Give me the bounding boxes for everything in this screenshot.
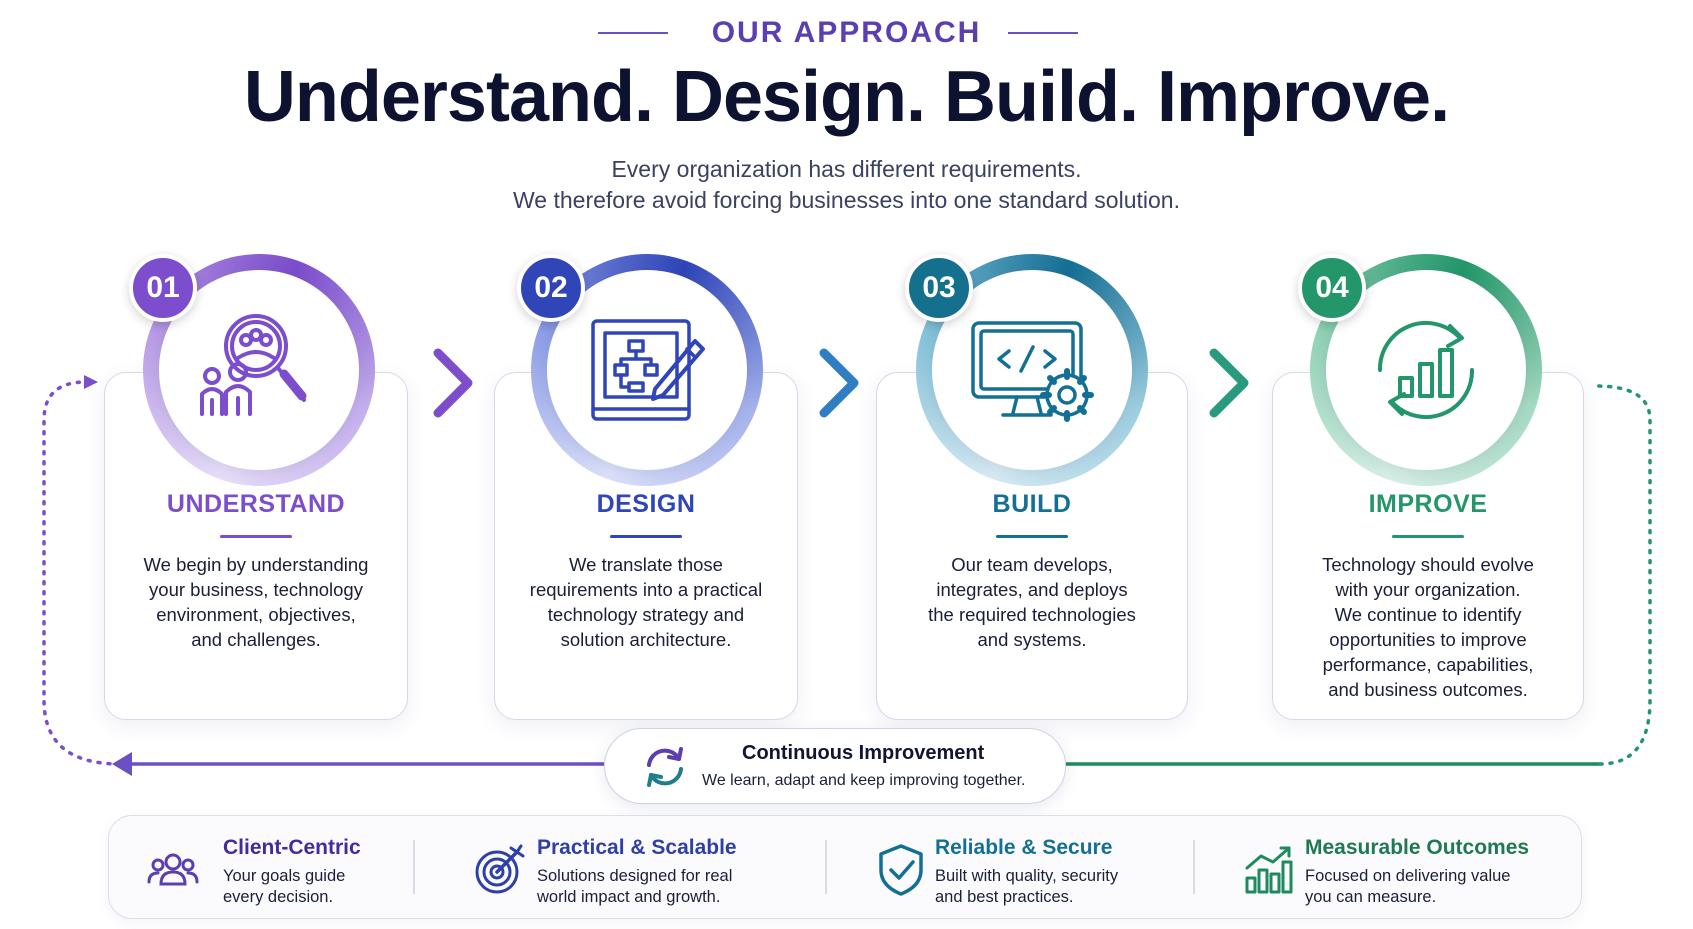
page-title: Understand. Design. Build. Improve. xyxy=(243,57,1450,137)
feature-measurable-outcomes: Measurable Outcomes Focused on deliverin… xyxy=(1217,816,1577,920)
continuous-improvement-title: Continuous Improvement xyxy=(742,742,985,764)
blueprint-pencil-icon xyxy=(591,319,705,421)
step-rule-build xyxy=(996,535,1068,538)
shield-icon xyxy=(879,844,923,896)
feature-client-centric: Client-Centric Your goals guide every de… xyxy=(109,816,419,920)
eyebrow-row: OUR APPROACH xyxy=(0,14,1693,54)
eyebrow-left-line xyxy=(598,32,668,34)
feature-practical-scalable: Practical & Scalable Solutions designed … xyxy=(439,816,819,920)
step-desc-build: Our team develops, integrates, and deplo… xyxy=(928,554,1136,650)
eyebrow-right-line xyxy=(1008,32,1078,34)
step-badge-design: 02 xyxy=(517,254,585,322)
feature-title: Client-Centric xyxy=(223,836,361,859)
step-ring-understand xyxy=(143,254,375,486)
feature-divider xyxy=(825,840,827,894)
step-badge-build: 03 xyxy=(905,254,973,322)
chevron-right-icon xyxy=(433,348,473,418)
step-badge-improve: 04 xyxy=(1298,254,1366,322)
chevron-right-icon xyxy=(1209,348,1249,418)
feature-desc: Solutions designed for real world impact… xyxy=(537,867,733,906)
feature-divider xyxy=(1193,840,1195,894)
step-desc-design: We translate those requirements into a p… xyxy=(529,554,763,650)
feature-reliable-secure: Reliable & Secure Built with quality, se… xyxy=(849,816,1209,920)
feature-desc: Focused on delivering value you can meas… xyxy=(1305,867,1511,906)
step-rule-understand xyxy=(220,535,292,538)
intro-line-2: We therefore avoid forcing businesses in… xyxy=(513,187,1180,213)
feature-title: Reliable & Secure xyxy=(935,836,1113,859)
step-title-improve: IMPROVE xyxy=(1368,490,1488,518)
feature-title: Measurable Outcomes xyxy=(1305,836,1530,859)
feature-title: Practical & Scalable xyxy=(537,836,737,859)
target-icon xyxy=(475,844,525,894)
step-rule-design xyxy=(610,535,682,538)
step-badge-understand: 01 xyxy=(129,254,197,322)
chevron-right-icon xyxy=(819,348,859,418)
continuous-improvement-subtitle: We learn, adapt and keep improving toget… xyxy=(702,772,1026,789)
step-title-build: BUILD xyxy=(992,490,1072,518)
team-magnifier-icon xyxy=(200,314,307,416)
intro-line-1: Every organization has different require… xyxy=(611,156,1082,182)
step-desc-improve: Technology should evolve with your organ… xyxy=(1322,554,1534,700)
step-desc-understand: We begin by understanding your business,… xyxy=(143,554,369,650)
feature-bar: Client-Centric Your goals guide every de… xyxy=(108,815,1582,919)
bar-growth-icon xyxy=(1245,846,1293,894)
growth-cycle-icon xyxy=(1377,320,1475,420)
code-monitor-gear-icon xyxy=(971,321,1094,422)
continuous-improvement-pill: Continuous Improvement We learn, adapt a… xyxy=(604,728,1066,804)
step-rule-improve xyxy=(1392,535,1464,538)
feature-divider xyxy=(413,840,415,894)
step-title-understand: UNDERSTAND xyxy=(166,490,346,518)
step-ring-build xyxy=(916,254,1148,486)
step-title-design: DESIGN xyxy=(596,490,696,518)
feature-desc: Built with quality, security and best pr… xyxy=(935,867,1119,906)
users-icon xyxy=(147,853,199,886)
eyebrow-label: OUR APPROACH xyxy=(711,16,982,49)
refresh-cycle-icon xyxy=(647,747,683,787)
step-ring-improve xyxy=(1310,254,1542,486)
feature-desc: Your goals guide every decision. xyxy=(223,867,346,906)
